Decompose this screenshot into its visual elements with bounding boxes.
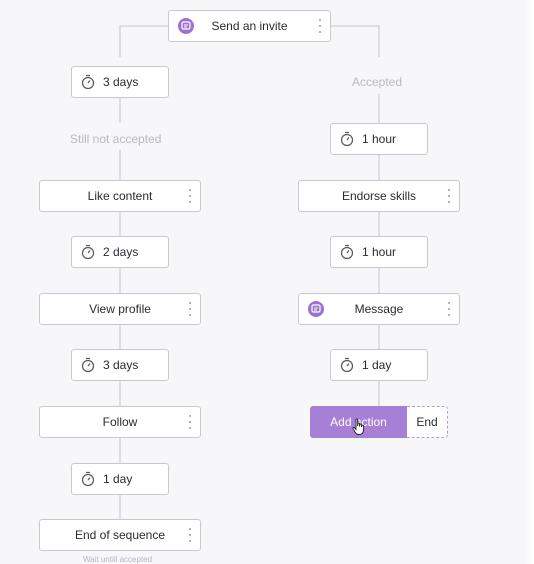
step-label: Endorse skills bbox=[341, 189, 417, 203]
branch-label-accepted: Accepted bbox=[352, 75, 403, 89]
step-end-of-sequence[interactable]: End of sequence bbox=[39, 519, 201, 551]
more-options-icon[interactable] bbox=[186, 527, 194, 543]
branch-label-not-accepted: Still not accepted bbox=[70, 132, 162, 146]
delay-node[interactable]: 1 hour bbox=[330, 236, 428, 268]
more-options-icon[interactable] bbox=[445, 188, 453, 204]
step-view-profile[interactable]: View profile bbox=[39, 293, 201, 325]
edge-fade bbox=[524, 0, 534, 564]
delay-label: 1 hour bbox=[362, 132, 397, 146]
delay-label: 2 days bbox=[103, 245, 139, 259]
message-icon bbox=[178, 18, 194, 34]
more-options-icon[interactable] bbox=[186, 301, 194, 317]
step-endorse-skills[interactable]: Endorse skills bbox=[298, 180, 460, 212]
more-options-icon[interactable] bbox=[316, 18, 324, 34]
more-options-icon[interactable] bbox=[186, 414, 194, 430]
step-label: Follow bbox=[102, 415, 138, 429]
more-options-icon[interactable] bbox=[445, 301, 453, 317]
step-label: End of sequence bbox=[74, 528, 166, 542]
delay-node[interactable]: 1 hour bbox=[330, 123, 428, 155]
timer-icon bbox=[81, 244, 95, 260]
step-send-invite[interactable]: Send an invite bbox=[168, 10, 331, 42]
delay-node[interactable]: 1 day bbox=[330, 349, 428, 381]
delay-label: 3 days bbox=[103, 75, 139, 89]
step-label: View profile bbox=[89, 302, 151, 316]
delay-label: 1 day bbox=[103, 472, 133, 486]
step-message[interactable]: Message bbox=[298, 293, 460, 325]
delay-node[interactable]: 3 days bbox=[71, 66, 169, 98]
delay-label: 1 hour bbox=[362, 245, 397, 259]
step-label: Send an invite bbox=[211, 19, 288, 33]
step-label: Message bbox=[354, 302, 404, 316]
delay-node[interactable]: 2 days bbox=[71, 236, 169, 268]
timer-icon bbox=[340, 131, 354, 147]
delay-label: 1 day bbox=[362, 358, 392, 372]
message-icon bbox=[308, 301, 324, 317]
step-like-content[interactable]: Like content bbox=[39, 180, 201, 212]
step-follow[interactable]: Follow bbox=[39, 406, 201, 438]
delay-label: 3 days bbox=[103, 358, 139, 372]
timer-icon bbox=[81, 74, 95, 90]
timer-icon bbox=[81, 471, 95, 487]
delay-node[interactable]: 1 day bbox=[71, 463, 169, 495]
timer-icon bbox=[340, 357, 354, 373]
timer-icon bbox=[81, 357, 95, 373]
delay-node[interactable]: 3 days bbox=[71, 349, 169, 381]
end-button[interactable]: End bbox=[407, 406, 448, 438]
hand-cursor-icon bbox=[352, 418, 364, 435]
end-hint-text: Wait untill accepted bbox=[83, 555, 153, 564]
more-options-icon[interactable] bbox=[186, 188, 194, 204]
step-label: Like content bbox=[87, 189, 153, 203]
timer-icon bbox=[340, 244, 354, 260]
